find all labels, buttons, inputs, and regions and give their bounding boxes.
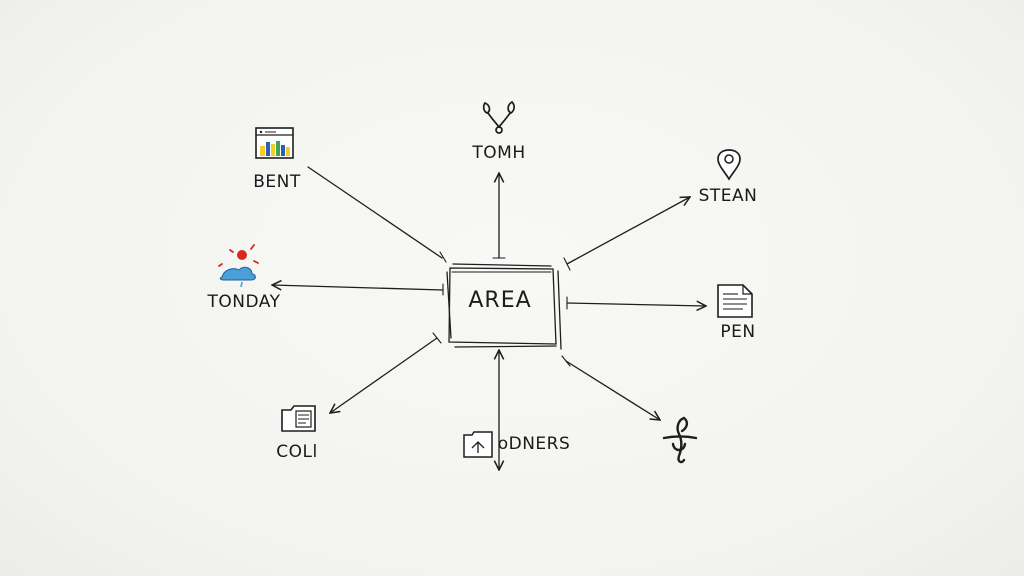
folder-document-icon <box>281 405 316 432</box>
knot-figure-icon <box>662 416 698 464</box>
chart-window-icon <box>255 127 294 159</box>
document-lines-icon <box>717 284 753 318</box>
location-pin-icon <box>717 149 741 181</box>
folder-arrow-icon <box>463 431 493 458</box>
node-label-odners: oDNERS <box>497 434 571 454</box>
center-box <box>446 263 562 350</box>
branch-icon <box>482 100 515 134</box>
node-label-tonday: TONDAY <box>207 292 281 312</box>
node-label-coll: COLl <box>276 442 318 462</box>
connector-coll <box>330 337 438 413</box>
center-box-label: AREA <box>468 288 532 313</box>
connector-bent <box>307 166 443 259</box>
connector-knot <box>565 360 660 420</box>
connector-pen <box>566 303 706 306</box>
node-label-bent: BENT <box>253 172 301 192</box>
connector-tonday <box>272 285 444 291</box>
connector-stean <box>566 197 690 265</box>
node-label-tomh: TOMH <box>472 143 526 163</box>
node-label-pen: PEN <box>720 322 756 342</box>
node-label-stean: STEAN <box>698 186 758 206</box>
weather-sun-icon <box>218 244 259 288</box>
